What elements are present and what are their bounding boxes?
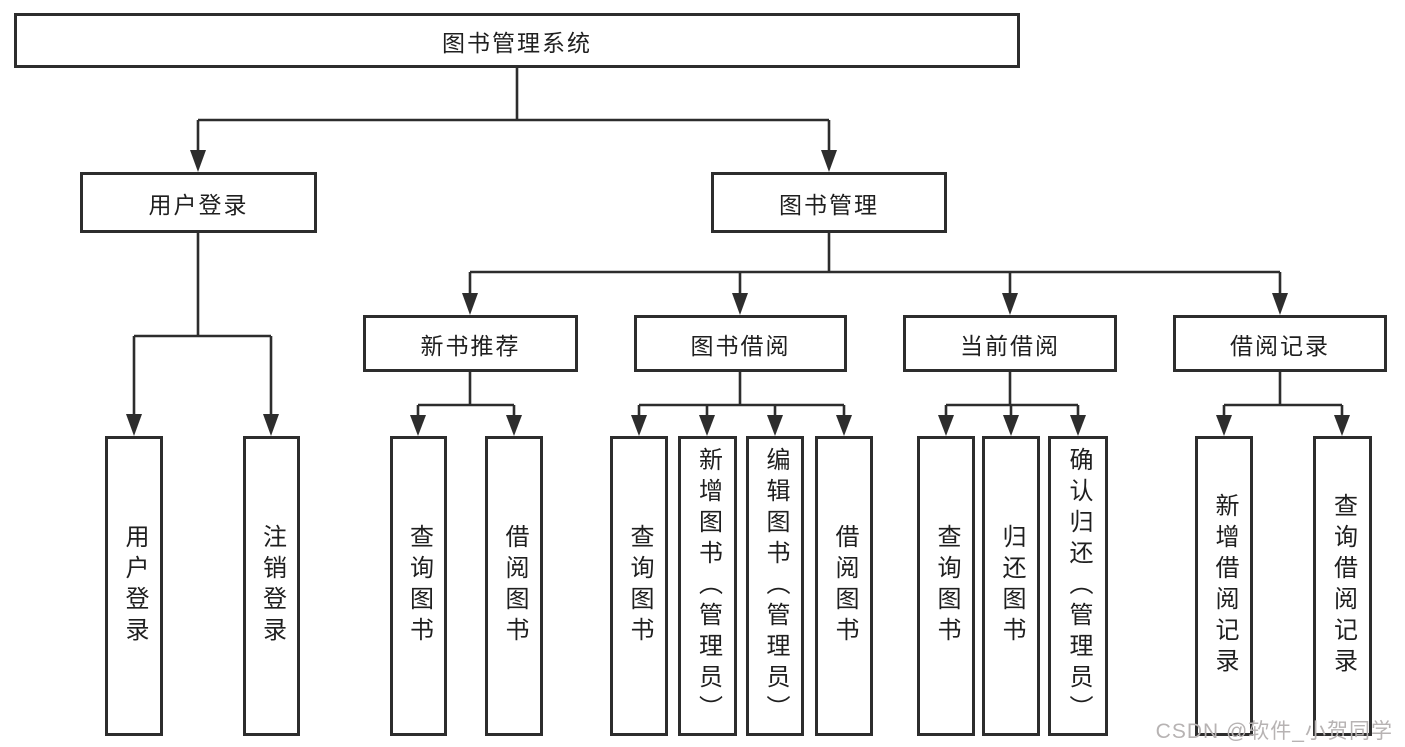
node-user-login-label: 用户登录 — [148, 191, 249, 218]
node-book-management: 图书管理 — [711, 172, 947, 233]
node-new-book-recommend-label: 新书推荐 — [420, 332, 521, 359]
leaf-add-borrow-record: 新增借阅记录 — [1195, 436, 1253, 736]
node-book-borrowing: 图书借阅 — [634, 315, 847, 372]
leaf-confirm-return-admin: 确认归还（管理员） — [1048, 436, 1108, 736]
leaf-query-borrow-record-label: 查询借阅记录 — [1329, 493, 1357, 679]
leaf-query-books-2: 查询图书 — [610, 436, 668, 736]
leaf-edit-books-admin-label: 编辑图书（管理员） — [762, 446, 789, 726]
node-user-login: 用户登录 — [80, 172, 317, 233]
leaf-confirm-return-admin-label: 确认归还（管理员） — [1065, 446, 1092, 726]
node-library-system: 图书管理系统 — [14, 13, 1020, 68]
node-book-borrowing-label: 图书借阅 — [690, 332, 791, 359]
leaf-query-books-3-label: 查询图书 — [933, 524, 960, 648]
leaf-query-books-1: 查询图书 — [390, 436, 447, 736]
node-current-borrowing: 当前借阅 — [903, 315, 1117, 372]
node-borrowing-records-label: 借阅记录 — [1230, 332, 1330, 359]
leaf-borrow-books-1-label: 借阅图书 — [501, 524, 528, 648]
node-current-borrowing-label: 当前借阅 — [960, 332, 1060, 359]
leaf-return-books: 归还图书 — [982, 436, 1040, 736]
leaf-logout-label: 注销登录 — [258, 524, 286, 648]
leaf-add-borrow-record-label: 新增借阅记录 — [1211, 493, 1238, 679]
leaf-add-books-admin: 新增图书（管理员） — [678, 436, 737, 736]
node-book-management-label: 图书管理 — [779, 191, 879, 218]
node-borrowing-records: 借阅记录 — [1173, 315, 1387, 372]
arrowheads — [126, 150, 1350, 436]
leaf-query-books-3: 查询图书 — [917, 436, 975, 736]
leaf-query-borrow-record: 查询借阅记录 — [1313, 436, 1372, 736]
leaf-return-books-label: 归还图书 — [998, 524, 1025, 648]
leaf-borrow-books-2-label: 借阅图书 — [831, 524, 858, 648]
csdn-watermark: CSDN @软件_小贺同学 — [1155, 720, 1393, 743]
leaf-logout: 注销登录 — [243, 436, 300, 736]
leaf-add-books-admin-label: 新增图书（管理员） — [694, 446, 722, 726]
leaf-query-books-1-label: 查询图书 — [405, 524, 433, 648]
leaf-query-books-2-label: 查询图书 — [626, 524, 653, 648]
node-new-book-recommend: 新书推荐 — [363, 315, 578, 372]
leaf-user-login-label: 用户登录 — [121, 524, 148, 648]
leaf-edit-books-admin: 编辑图书（管理员） — [746, 436, 804, 736]
node-library-system-label: 图书管理系统 — [442, 29, 592, 56]
leaf-borrow-books-1: 借阅图书 — [485, 436, 543, 736]
leaf-user-login: 用户登录 — [105, 436, 163, 736]
leaf-borrow-books-2: 借阅图书 — [815, 436, 873, 736]
